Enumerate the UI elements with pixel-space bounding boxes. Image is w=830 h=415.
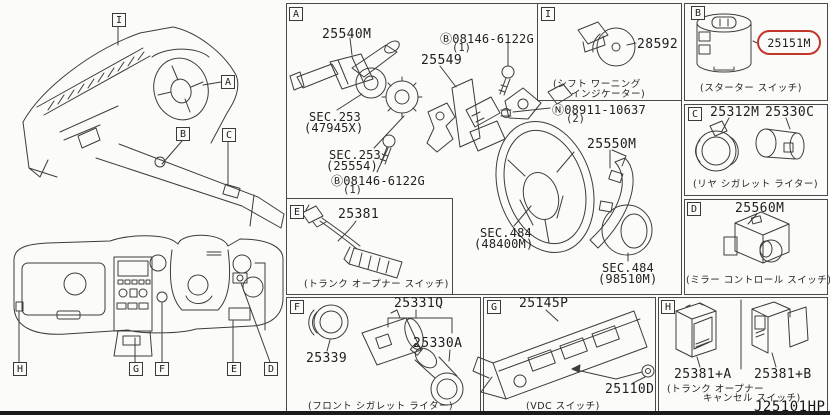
caption-shift-warning-1: (シフト ワーニング (553, 79, 641, 90)
callout-leaders-top (117, 26, 229, 187)
part-number-25330A[interactable]: 25330A (413, 336, 463, 351)
section-b-letter: B (691, 6, 705, 20)
callout-bottom-h: H (13, 362, 27, 376)
mirror-switch-sketch (723, 211, 790, 264)
callout-bottom-g: G (129, 362, 143, 376)
qty-08911: (2) (566, 113, 585, 125)
vdc-switch-sketch (472, 309, 655, 400)
callout-top-b: B (176, 127, 190, 141)
caption-front-lighter: (フロント シガレット ライター) (308, 401, 454, 412)
page-bottom-rule (0, 411, 830, 415)
section-e-letter: E (290, 205, 304, 219)
callout-leaders-bottom (18, 282, 271, 363)
front-lighter-sketch (308, 304, 464, 406)
section-c-box (684, 104, 828, 196)
part-number-25339[interactable]: 25339 (306, 351, 348, 366)
callout-top-a: A (221, 75, 235, 89)
cancel-switch-sketch (675, 299, 809, 370)
part-number-25331Q[interactable]: 25331Q (394, 296, 444, 311)
shift-indicator-sketch (577, 21, 637, 67)
section-c-letter: C (688, 107, 702, 121)
caption-vdc-switch: (VDC スイッチ) (526, 401, 600, 412)
caption-starter-switch: (スターター スイッチ) (700, 83, 802, 94)
sec-253-47945X-ref: (47945X) (304, 121, 364, 135)
sec-484-98510M-ref: (98510M) (598, 272, 658, 286)
callout-bottom-d: D (264, 362, 278, 376)
part-number-25549[interactable]: 25549 (421, 53, 463, 68)
section-d-letter: D (687, 202, 701, 216)
part-number-25540M[interactable]: 25540M (322, 27, 372, 42)
section-g-letter: G (487, 300, 501, 314)
section-a-box (286, 3, 682, 295)
caption-rear-lighter: (リヤ シガレット ライター) (693, 179, 819, 190)
steering-wheel-sketch (495, 108, 595, 254)
callout-top-c: C (222, 128, 236, 142)
part-number-25110D[interactable]: 25110D (605, 382, 655, 397)
caption-mirror-switch: (ミラー コントロール スイッチ) (686, 275, 830, 286)
rear-lighter-sketch (695, 117, 805, 172)
sec-253-25554-ref: (25554) (326, 159, 378, 173)
caption-cancel-switch-2: キャンセル スイッチ) (703, 393, 801, 404)
section-i-box (537, 3, 682, 101)
part-number-08146-bottom[interactable]: Ⓑ08146-6122G (331, 174, 425, 188)
section-h-letter: H (661, 300, 675, 314)
section-f-letter: F (290, 300, 304, 314)
sec-253-47945X[interactable]: SEC.253 (309, 110, 361, 124)
callout-top-i: I (112, 13, 126, 27)
part-number-25381[interactable]: 25381 (338, 207, 380, 222)
highlight-oval-25151M[interactable]: 25151M (757, 30, 821, 55)
part-number-25312M[interactable]: 25312M (710, 105, 760, 120)
section-e-box (286, 198, 453, 295)
trunk-opener-switch-sketch (301, 204, 403, 279)
caption-shift-warning-2: インジケーター) (571, 89, 646, 100)
callout-bottom-f: F (155, 362, 169, 376)
section-i-letter: I (541, 7, 555, 21)
sec-484-48400M-ref: (48400M) (474, 237, 534, 251)
part-number-25550M[interactable]: 25550M (587, 137, 637, 152)
section-d-box (684, 199, 828, 295)
callout-bottom-e: E (227, 362, 241, 376)
caption-cancel-switch-1: (トランク オープナー (667, 384, 765, 395)
part-number-25145P[interactable]: 25145P (519, 296, 569, 311)
qty-08146-top: (1) (452, 42, 471, 54)
part-number-25330C[interactable]: 25330C (765, 105, 815, 120)
paddle-bracket-sketch (589, 149, 634, 249)
section-a-leaders (336, 37, 629, 262)
part-number-25151M[interactable]: 25151M (767, 35, 811, 50)
caption-trunk-opener: (トランク オープナー スイッチ) (304, 279, 449, 290)
section-b-box (684, 3, 828, 101)
starter-switch-sketch (696, 13, 758, 73)
part-number-28592[interactable]: 28592 (637, 37, 679, 52)
qty-08146-bottom: (1) (343, 184, 362, 196)
dashboard-top-sketch (22, 26, 285, 229)
part-number-25381A[interactable]: 25381+A (674, 367, 732, 382)
part-number-08911[interactable]: Ⓝ08911-10637 (552, 103, 646, 117)
part-number-08146-top[interactable]: Ⓑ08146-6122G (440, 32, 534, 46)
sec-253-25554[interactable]: SEC.253 (329, 148, 381, 162)
sec-484-98510M[interactable]: SEC.484 (602, 261, 654, 275)
section-a-letter: A (289, 7, 303, 21)
part-number-25560M[interactable]: 25560M (735, 201, 785, 216)
airbag-cover-sketch (601, 204, 653, 256)
sec-484-48400M[interactable]: SEC.484 (480, 226, 532, 240)
dashboard-bottom-sketch (13, 234, 284, 357)
part-number-25381B[interactable]: 25381+B (754, 367, 812, 382)
